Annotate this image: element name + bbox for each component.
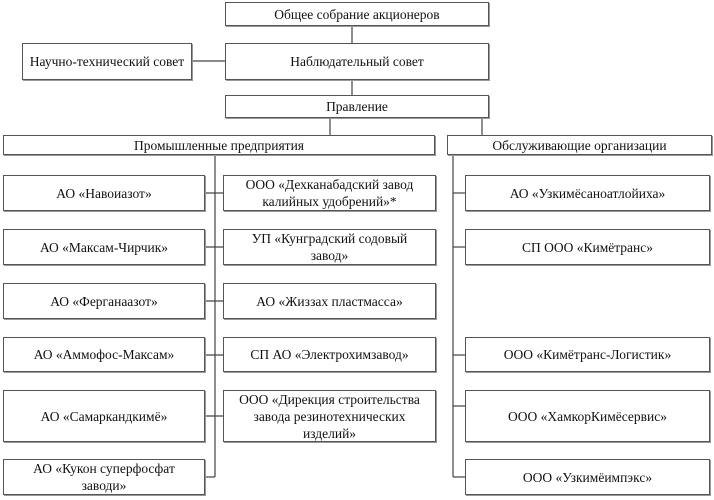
service-item: ООО «Узкимёимпэкс» bbox=[465, 459, 710, 495]
industrial-right-item: УП «Кунградский содовый завод» bbox=[223, 229, 436, 265]
industrial-left-item: АО «Самаркандкимё» bbox=[3, 390, 205, 442]
service-item: АО «Узкимёсаноатлойиха» bbox=[465, 175, 710, 211]
industrial-enterprises-header: Промышленные предприятия bbox=[3, 135, 435, 155]
scientific-council-box: Научно-технический совет bbox=[22, 43, 192, 80]
service-organizations-header: Обслуживающие организации bbox=[447, 135, 712, 155]
industrial-right-item: СП АО «Электрохимзавод» bbox=[223, 337, 436, 372]
industrial-right-item: ООО «Дирекция строительства завода резин… bbox=[223, 390, 436, 442]
service-item: ООО «Кимётранс-Логистик» bbox=[465, 337, 710, 372]
management-box: Правление bbox=[225, 95, 489, 118]
industrial-left-item: АО «Аммофос-Максам» bbox=[3, 337, 205, 372]
supervisory-board-box: Наблюдательный совет bbox=[225, 43, 489, 80]
shareholders-meeting-box: Общее собрание акционеров bbox=[225, 2, 489, 26]
industrial-left-item: АО «Ферганаазот» bbox=[3, 283, 205, 319]
industrial-left-item: АО «Кукон суперфосфат заводи» bbox=[3, 459, 205, 495]
industrial-right-item: АО «Жиззах пластмасса» bbox=[223, 283, 436, 319]
industrial-left-item: АО «Навоиазот» bbox=[3, 175, 205, 211]
service-item: ООО «ХамкорКимёсервис» bbox=[465, 390, 710, 442]
industrial-left-item: АО «Максам-Чирчик» bbox=[3, 229, 205, 265]
industrial-right-item: ООО «Дехканабадский завод калийных удобр… bbox=[223, 175, 436, 211]
service-item: СП ООО «Кимётранс» bbox=[465, 229, 710, 265]
